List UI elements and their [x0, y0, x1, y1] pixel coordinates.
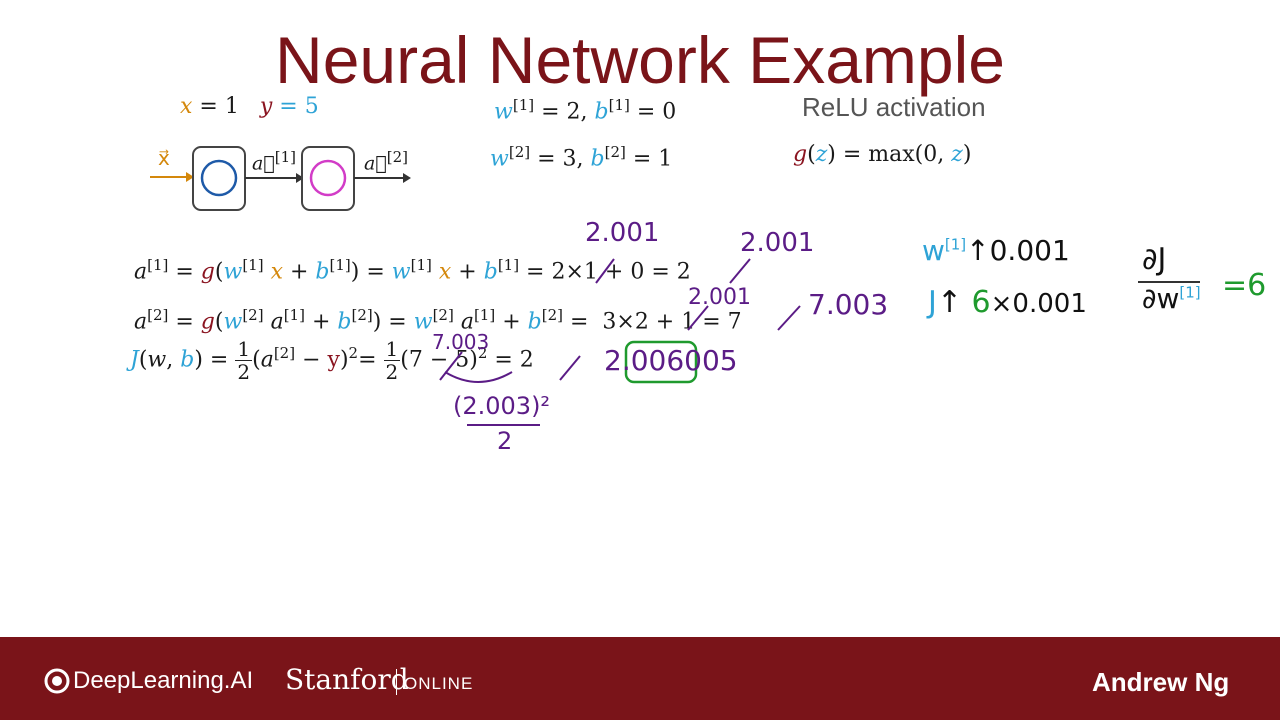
a2-in-row3-annot: 7.003 — [432, 330, 490, 354]
strike-row1-result — [729, 258, 751, 284]
relu-close: ) — [962, 142, 972, 167]
g-symbol: g — [793, 142, 808, 167]
handwriting-layer — [439, 258, 1200, 426]
a1-new-annot-1: 2.001 — [585, 218, 660, 248]
b2-sup: [2] — [604, 143, 626, 161]
output-arrow-head — [403, 173, 411, 183]
footer-bar: DeepLearning.AI Stanford ONLINE Andrew N… — [0, 637, 1280, 720]
b1-symbol: b — [594, 99, 609, 125]
equation-row-2: a[2] = g(w[2] a[1] + b[2]) = w[2] a[1] +… — [134, 306, 742, 335]
a1-symbol: a⃗ — [252, 152, 275, 175]
a1-label: a⃗[1] — [252, 148, 296, 174]
input-values: x = 1 y = 5 — [180, 94, 319, 119]
j-up-six: 6 — [971, 285, 991, 320]
sq-numerator: (2.003)² — [453, 392, 551, 420]
j-up-rest: ×0.001 — [990, 289, 1087, 319]
a1-sup: [1] — [274, 148, 296, 166]
w-up-symbol: w — [922, 234, 945, 267]
deriv-den: ∂w — [1142, 282, 1180, 315]
b1-sup: [1] — [608, 96, 630, 114]
hidden-arrow-head — [296, 173, 304, 183]
x-symbol: x — [180, 94, 193, 119]
z-symbol: z — [815, 142, 828, 167]
stanford-name: Stanford — [285, 663, 409, 696]
relu-open: ( — [807, 142, 816, 167]
x-vector-label: x⃗ — [158, 146, 170, 170]
a1-new-annot-2: 2.001 — [740, 228, 815, 258]
w2-symbol: w — [490, 146, 509, 172]
z-symbol-2: z — [951, 142, 963, 167]
footer-divider — [396, 669, 397, 695]
input-arrow-head — [186, 172, 194, 182]
w2-value: = 3, — [537, 146, 584, 172]
w-up-value: ↑0.001 — [966, 234, 1070, 267]
a2-label: a⃗[2] — [364, 148, 408, 174]
cost-new-annot: 2.006005 — [604, 344, 738, 377]
presenter-name: Andrew Ng — [1092, 667, 1230, 697]
a2-sup: [2] — [386, 148, 408, 166]
w2-sup: [2] — [508, 143, 531, 161]
relu-formula: g(z) = max(0, z) — [793, 142, 971, 167]
j-up-arrow: ↑ — [936, 285, 962, 320]
network-diagram — [150, 146, 411, 211]
a1-in-row2-annot: 2.001 — [688, 285, 751, 310]
brand-name: DeepLearning.AI — [73, 667, 254, 694]
deeplearning-logo-icon — [44, 668, 70, 694]
relu-rest: ) = max(0, — [827, 142, 945, 167]
w-increase-annot: w[1]↑0.001 — [922, 234, 1070, 267]
deriv-value: =6 — [1222, 268, 1267, 303]
j-up-symbol: J — [928, 285, 937, 320]
b2-symbol: b — [590, 146, 605, 172]
x-value: = 1 — [199, 94, 239, 119]
strike-row1-2 — [595, 258, 615, 284]
deriv-numerator: ∂J — [1142, 242, 1166, 277]
params-layer1: w[1] = 2, b[1] = 0 — [494, 96, 676, 124]
y-value: = 5 — [279, 94, 319, 119]
a2-new-annot: 7.003 — [808, 288, 889, 321]
cost-boxed: .006 — [621, 344, 685, 377]
w1-symbol: w — [494, 99, 513, 125]
strike-row3-7 — [439, 351, 463, 381]
w1-value: = 2, — [541, 99, 588, 125]
w-up-sup: [1] — [944, 235, 967, 254]
b1-value: = 0 — [636, 99, 677, 125]
deriv-num: ∂J — [1142, 242, 1167, 277]
deriv-denominator: ∂w[1] — [1142, 282, 1201, 315]
online-label: ONLINE — [404, 674, 474, 693]
cost-suffix: 005 — [684, 344, 738, 377]
cost-highlight-box — [624, 340, 698, 384]
y-symbol: y — [259, 94, 273, 119]
brace-row3 — [444, 371, 513, 383]
params-layer2: w[2] = 3, b[2] = 1 — [490, 143, 672, 171]
b2-value: = 1 — [632, 146, 673, 172]
strike-row2-result — [777, 305, 801, 331]
cost-prefix: 2 — [604, 344, 622, 377]
strike-row2-2 — [687, 305, 709, 331]
equation-row-1: a[1] = g(w[1] x + b[1]) = w[1] x + b[1] … — [134, 256, 691, 285]
layer2-neuron — [309, 159, 347, 197]
deriv-den-sup: [1] — [1179, 283, 1201, 302]
layer1-neuron — [200, 159, 238, 197]
j-increase-annot: J↑ 6×0.001 — [928, 285, 1087, 320]
a2-symbol: a⃗ — [364, 152, 387, 175]
slide-title: Neural Network Example — [275, 23, 1005, 97]
strike-row3-result — [559, 355, 581, 381]
w1-sup: [1] — [512, 96, 535, 114]
relu-heading: ReLU activation — [802, 92, 986, 122]
sq-denominator: 2 — [497, 427, 513, 455]
